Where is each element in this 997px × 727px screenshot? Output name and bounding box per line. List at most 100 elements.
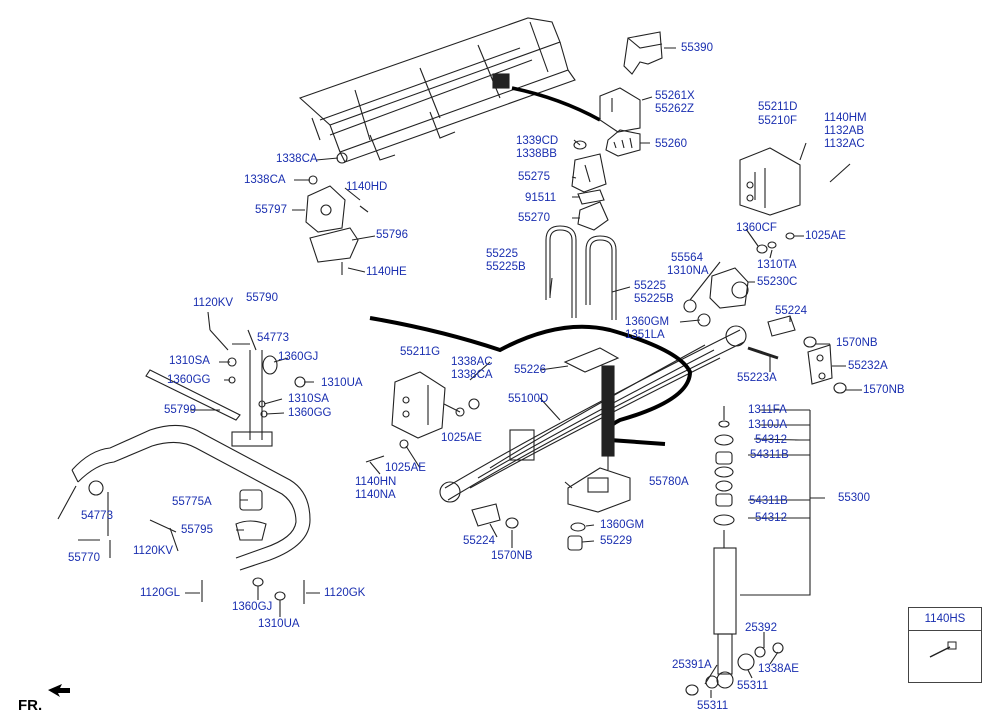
callout-1132ab[interactable]: 1132AB <box>824 125 865 137</box>
callout-1310sa-a[interactable]: 1310SA <box>169 355 210 367</box>
bolt-head-icon <box>947 641 957 650</box>
callout-1351la[interactable]: 1351LA <box>625 329 665 341</box>
callout-1025ae-a[interactable]: 1025AE <box>805 230 846 242</box>
callout-55225b-a[interactable]: 55225B <box>486 261 526 273</box>
nut-1025ae-c <box>399 439 409 449</box>
callout-1338ae[interactable]: 1338AE <box>758 663 799 675</box>
callout-1360gm-b[interactable]: 1360GM <box>600 519 645 531</box>
callout-1570nb-a[interactable]: 1570NB <box>836 337 878 349</box>
nut-1360cf <box>756 244 768 254</box>
callout-1025ae-c[interactable]: 1025AE <box>385 462 426 474</box>
nut-1025ae-b <box>455 407 465 417</box>
callout-1360gm-a[interactable]: 1360GM <box>625 316 670 328</box>
callout-1338ca-a[interactable]: 1338CA <box>276 153 318 165</box>
callout-1120gl[interactable]: 1120GL <box>140 587 181 599</box>
callout-1120kv-b[interactable]: 1120KV <box>133 545 174 557</box>
callout-55564[interactable]: 55564 <box>671 252 703 264</box>
callout-55226[interactable]: 55226 <box>514 364 546 376</box>
callout-55795[interactable]: 55795 <box>181 524 213 536</box>
callout-1310sa-b[interactable]: 1310SA <box>288 393 329 405</box>
callout-1310ta[interactable]: 1310TA <box>757 259 797 271</box>
callout-54773-b[interactable]: 54773 <box>81 510 113 522</box>
callout-55261x[interactable]: 55261X <box>655 90 695 102</box>
bumper-55270 <box>577 201 609 231</box>
bracket-55275 <box>571 153 607 193</box>
callout-1140hm[interactable]: 1140HM <box>824 112 867 124</box>
callout-55390[interactable]: 55390 <box>681 42 713 54</box>
callout-55262z[interactable]: 55262Z <box>655 103 695 115</box>
nut-1025ae-a <box>785 232 795 240</box>
front-direction-label: FR. <box>18 697 43 714</box>
callout-55300[interactable]: 55300 <box>838 492 870 504</box>
callout-55223a[interactable]: 55223A <box>737 372 777 384</box>
nut-1360gj-b <box>252 577 264 587</box>
callout-1310ja[interactable]: 1310JA <box>748 419 788 431</box>
callout-55799[interactable]: 55799 <box>164 404 196 416</box>
callout-55211d[interactable]: 55211D <box>758 101 798 113</box>
callout-1360gg-a[interactable]: 1360GG <box>167 374 211 386</box>
callout-1120gk[interactable]: 1120GK <box>324 587 366 599</box>
callout-1310na[interactable]: 1310NA <box>667 265 709 277</box>
callout-1025ae-b[interactable]: 1025AE <box>441 432 482 444</box>
callout-25392[interactable]: 25392 <box>745 622 777 634</box>
callout-55770[interactable]: 55770 <box>68 552 100 564</box>
callout-55100d[interactable]: 55100D <box>508 393 549 405</box>
callout-55796[interactable]: 55796 <box>376 229 408 241</box>
callout-55780a[interactable]: 55780A <box>649 476 689 488</box>
callout-55225-a[interactable]: 55225 <box>486 248 518 260</box>
callout-1570nb-b[interactable]: 1570NB <box>863 384 905 396</box>
callout-54311b-a[interactable]: 54311B <box>750 449 789 461</box>
callout-1140hn[interactable]: 1140HN <box>355 476 397 488</box>
callout-55225b-b[interactable]: 55225B <box>634 293 674 305</box>
nut-1338ac <box>468 398 480 410</box>
callout-1120kv-a[interactable]: 1120KV <box>193 297 234 309</box>
stabilizer-bar-55770 <box>71 424 311 571</box>
callout-55311-a[interactable]: 55311 <box>737 680 769 692</box>
callout-55225-b[interactable]: 55225 <box>634 280 666 292</box>
callout-55260[interactable]: 55260 <box>655 138 687 150</box>
callout-1140na[interactable]: 1140NA <box>355 489 396 501</box>
callout-55270[interactable]: 55270 <box>518 212 550 224</box>
bolt-1140hd <box>359 205 369 213</box>
callout-55224-a[interactable]: 55224 <box>775 305 807 317</box>
callout-91511[interactable]: 91511 <box>525 192 557 204</box>
legend-box-header: 1140HS <box>909 608 981 631</box>
callout-55210f[interactable]: 55210F <box>758 115 798 127</box>
callout-1140he[interactable]: 1140HE <box>366 266 407 278</box>
callout-54773-a[interactable]: 54773 <box>257 332 289 344</box>
callout-55230c[interactable]: 55230C <box>757 276 798 288</box>
callout-25391a[interactable]: 25391A <box>672 659 712 671</box>
callout-55211g[interactable]: 55211G <box>400 346 441 358</box>
callout-55229[interactable]: 55229 <box>600 535 632 547</box>
callout-1140hd[interactable]: 1140HD <box>346 181 388 193</box>
callout-1310ua-a[interactable]: 1310UA <box>321 377 363 389</box>
callout-55775a[interactable]: 55775A <box>172 496 212 508</box>
callout-1338bb[interactable]: 1338BB <box>516 148 557 160</box>
callout-54312-b[interactable]: 54312 <box>755 512 787 524</box>
callout-1570nb-c[interactable]: 1570NB <box>491 550 533 562</box>
callout-1310ua-b[interactable]: 1310UA <box>258 618 300 630</box>
callout-1338ca-b[interactable]: 1338CA <box>244 174 286 186</box>
callout-1338ca-c[interactable]: 1338CA <box>451 369 493 381</box>
callout-55224-b[interactable]: 55224 <box>463 535 495 547</box>
bracket-55261x <box>599 87 641 133</box>
callout-54312-a[interactable]: 54312 <box>755 434 787 446</box>
callout-55232a[interactable]: 55232A <box>848 360 888 372</box>
callout-55311-b[interactable]: 55311 <box>697 700 729 712</box>
callout-1360gg-b[interactable]: 1360GG <box>288 407 332 419</box>
bushing-55229 <box>567 535 583 551</box>
callout-1360gj-a[interactable]: 1360GJ <box>278 351 319 363</box>
callout-1132ac[interactable]: 1132AC <box>824 138 865 150</box>
bracket-55797 <box>305 185 346 233</box>
callout-55790[interactable]: 55790 <box>246 292 278 304</box>
callout-1360cf[interactable]: 1360CF <box>736 222 777 234</box>
callout-55797[interactable]: 55797 <box>255 204 287 216</box>
callout-1339cd[interactable]: 1339CD <box>516 135 559 147</box>
callout-55275[interactable]: 55275 <box>518 171 550 183</box>
callout-54311b-b[interactable]: 54311B <box>749 495 788 507</box>
nut-1339cd <box>573 140 587 150</box>
callout-1338ac[interactable]: 1338AC <box>451 356 493 368</box>
callout-1311fa[interactable]: 1311FA <box>748 404 787 416</box>
callout-1360gj-b[interactable]: 1360GJ <box>232 601 273 613</box>
